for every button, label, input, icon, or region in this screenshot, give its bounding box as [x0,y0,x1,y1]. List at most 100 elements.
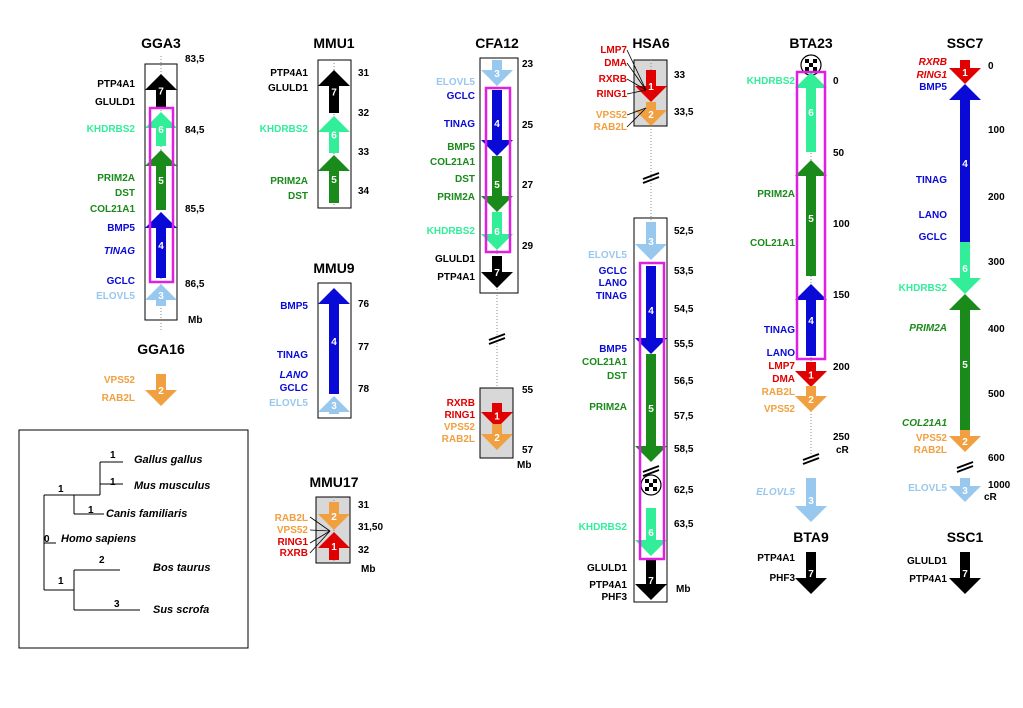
gga3-scale-label: 84,5 [185,125,205,136]
synteny-block-mmu1-6-number: 6 [331,131,337,142]
gga3-gene-label: DST [115,188,135,199]
ssc7-scale-label: 100 [988,125,1005,136]
mmu1-scale-label: 34 [358,186,370,197]
tree-branch-support: 1 [58,576,64,587]
cfa12-gene-label: BMP5 [447,142,475,153]
ssc7-gene-label: RAB2L [914,445,947,456]
mmu17-scale-label: 31,50 [358,522,383,533]
hsa6-scale-label: 57,5 [674,411,694,422]
gga16-gene-label: RAB2L [102,393,135,404]
synteny-block-mmu1-5-number: 5 [331,175,337,186]
synteny-block-mmu1-7 [318,70,350,113]
bta23-gene-label: VPS52 [764,404,796,415]
conserved-segment-frame-bta23 [795,70,827,361]
hsa6-scale-label: 33 [674,70,686,81]
chromosome-box-cfa12 [479,57,519,294]
bta23-gene-label: LANO [767,348,796,359]
cfa12-gene-label: KHDRBS2 [427,226,476,237]
cfa12-gene-label: PRIM2A [437,192,475,203]
chromosome-break-hsa6 [642,172,660,184]
conserved-segment-frame-hsa6 [638,261,666,561]
hsa6-gene-pointer [626,62,647,91]
cfa12-gene-label: RAB2L [442,434,475,445]
synteny-block-bta23-3-number: 3 [808,496,814,507]
gga3-scale-label: 83,5 [185,54,205,65]
cfa12-scale-label: 25 [522,120,534,131]
synteny-block-ssc7-6 [949,242,981,294]
mmu17-gene-pointer [309,529,331,532]
cfa12-gene-label: PTP4A1 [437,272,475,283]
synteny-block-ssc7-6-number: 6 [962,264,968,275]
synteny-block-hsa6-6-number: 6 [648,528,654,539]
bta23-scale-label: 50 [833,148,845,159]
tree-taxon-label: Gallus gallus [134,454,202,466]
mmu17-gene-pointer [309,530,331,554]
bta23-scale-label: 150 [833,290,850,301]
synteny-block-gga3-5-number: 5 [158,176,164,187]
tree-branch-support: 1 [110,477,116,488]
gga3-gene-label: GCLC [107,276,135,287]
cfa12-gene-label: COL21A1 [430,157,475,168]
gga3-gene-label: KHDRBS2 [87,124,136,135]
hsa6-gene-label: LANO [599,278,628,289]
ssc7-gene-label: GCLC [919,232,947,243]
hsa6-gene-label: VPS52 [596,110,628,121]
synteny-block-hsa6-4-number: 4 [648,306,654,317]
gga3-scale-label: 86,5 [185,279,205,290]
ssc7-unit-label: cR [984,492,998,503]
synteny-block-ssc7-1 [949,60,981,84]
cfa12-unit-label: Mb [517,460,531,471]
synteny-block-hsa6-7-number: 7 [648,576,654,587]
synteny-block-hsa6-2 [635,102,667,126]
synteny-block-cfa12-1-number: 1 [494,412,500,423]
hsa6-scale-label: 53,5 [674,266,694,277]
chromosome-title-hsa6: HSA6 [632,35,670,51]
synteny-block-ssc7-2-number: 2 [962,437,968,448]
chromosome-title-mmu9: MMU9 [313,260,354,276]
synteny-block-bta23-6-number: 6 [808,108,814,119]
ssc7-gene-label: LANO [919,210,948,221]
synteny-block-hsa6-2-number: 2 [648,110,654,121]
cfa12-gene-label: VPS52 [444,422,476,433]
tree-branch-support: 0 [44,534,50,545]
mmu9-gene-label: TINAG [277,350,308,361]
ssc1-gene-label: GLULD1 [907,556,947,567]
hsa6-scale-label: 63,5 [674,519,694,530]
hsa6-gene-label: GLULD1 [587,563,627,574]
conserved-segment-frame-cfa12 [484,86,512,254]
hsa6-gene-label: RING1 [596,89,627,100]
centromere-bta23-pattern [809,63,813,67]
gga3-gene-label: PTP4A1 [97,79,135,90]
synteny-block-cfa12-6-number: 6 [494,227,500,238]
centromere-bta23-pattern [805,67,809,71]
tree-taxon-label: Sus scrofa [153,604,209,616]
synteny-block-bta23-6 [795,72,827,152]
synteny-block-bta23-5 [795,160,827,276]
synteny-block-ssc7-4 [949,84,981,242]
gga3-gene-label: PRIM2A [97,173,135,184]
mmu1-gene-label: PTP4A1 [270,68,308,79]
chromosome-title-bta23: BTA23 [789,35,833,51]
chromosome-break-cfa12 [488,333,506,345]
ssc7-gene-label: KHDRBS2 [899,283,948,294]
hsa6-gene-label: GCLC [599,266,627,277]
conserved-segment-frame-gga3 [148,106,175,284]
gga3-gene-label: BMP5 [107,223,135,234]
chromosome-break-ssc7 [956,461,974,473]
centromere-hsa6-pattern [645,487,649,491]
ssc7-gene-label: ELOVL5 [908,483,947,494]
synteny-block-mmu17-2-number: 2 [331,512,337,523]
hsa6-gene-label: TINAG [596,291,627,302]
synteny-block-ssc7-5 [949,294,981,434]
synteny-block-ssc7-2 [949,430,981,452]
mmu9-gene-label: ELOVL5 [269,398,308,409]
mmu1-gene-label: GLULD1 [268,83,308,94]
synteny-block-hsa6-5-number: 5 [648,404,654,415]
bta23-gene-label: PRIM2A [757,189,795,200]
hsa6-gene-label: PTP4A1 [589,580,627,591]
mmu17-gene-label: VPS52 [277,525,309,536]
hsa6-scale-label: 55,5 [674,339,694,350]
synteny-block-ssc7-3-number: 3 [962,486,968,497]
hsa6-scale-label: 33,5 [674,107,694,118]
synteny-block-mmu9-4 [318,288,350,394]
